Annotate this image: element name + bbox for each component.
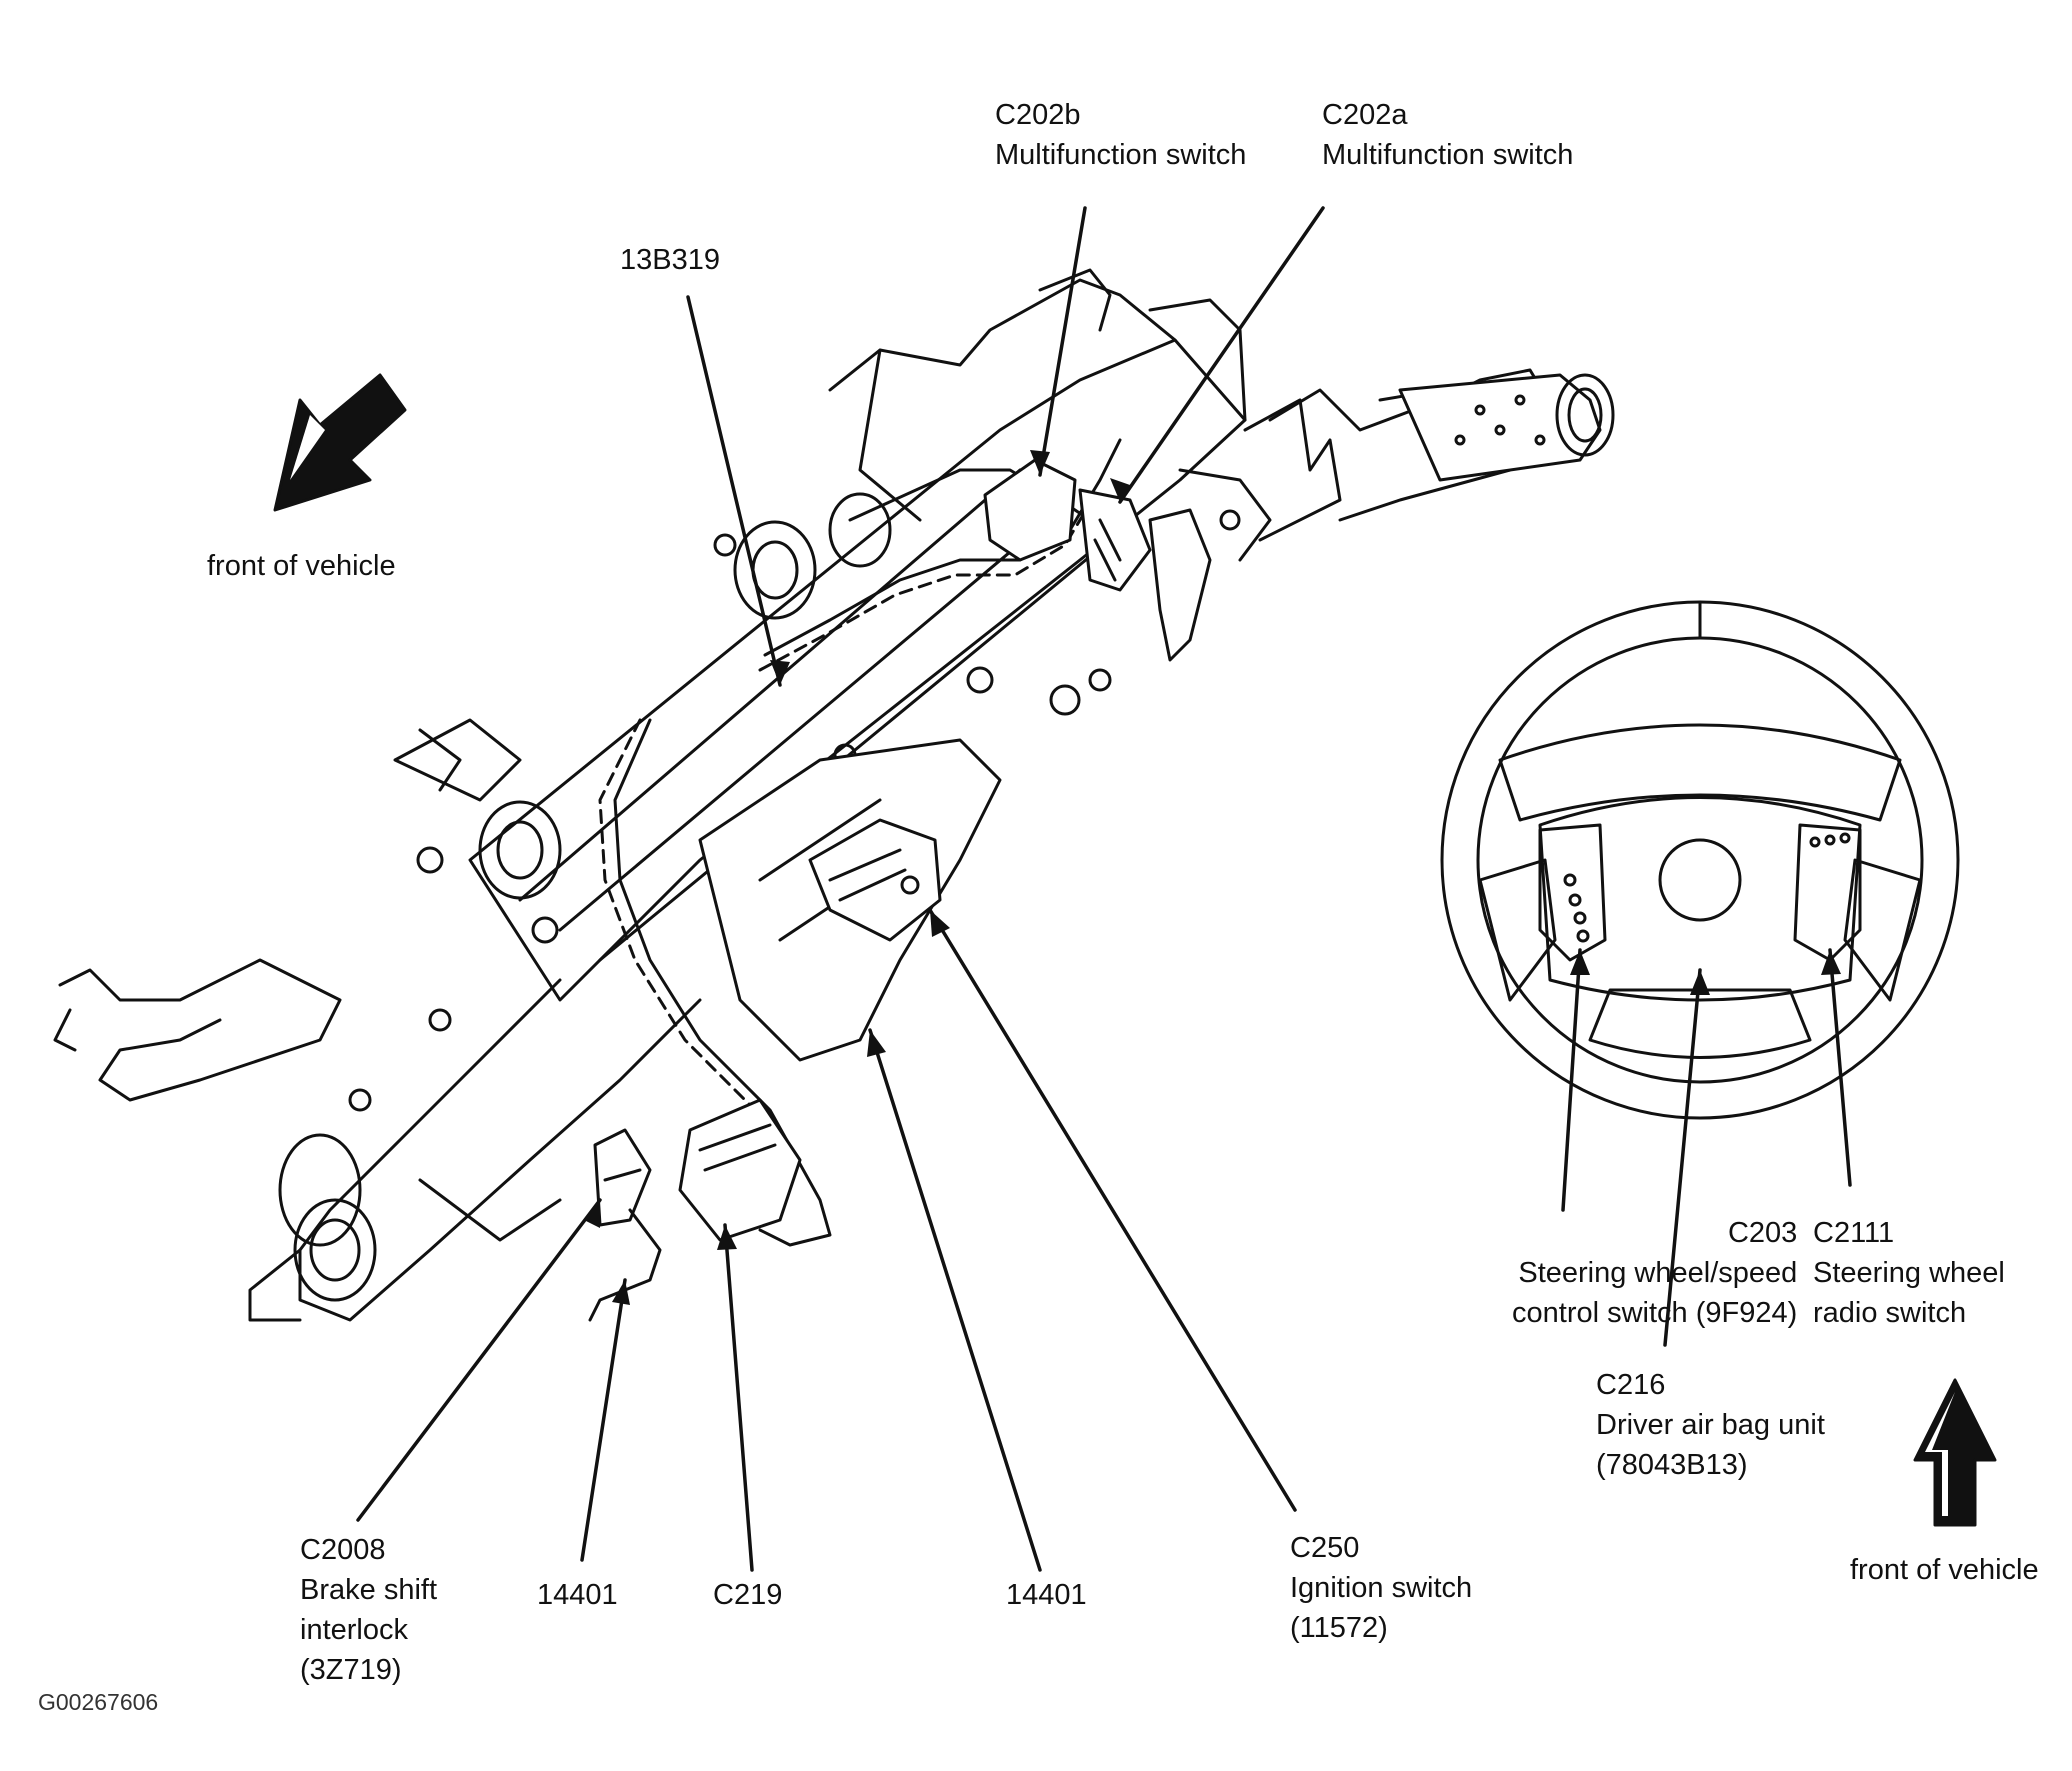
callout-c2111-id: C2111 (1813, 1217, 1895, 1249)
callout-c219-id: C219 (713, 1579, 783, 1611)
orientation-label-right: front of vehicle (1850, 1550, 2039, 1590)
callout-c202b: C202b Multifunction switch (995, 95, 1246, 175)
callout-c202a-id: C202a (1322, 99, 1408, 131)
callout-c250-desc-2: (11572) (1290, 1612, 1388, 1644)
callout-14401-right-id: 14401 (1006, 1579, 1087, 1611)
callout-c202a-desc: Multifunction switch (1322, 139, 1574, 171)
callout-14401-left-id: 14401 (537, 1579, 618, 1611)
front-arrow-left-icon (273, 373, 407, 512)
callout-c216-desc-1: Driver air bag unit (1596, 1409, 1825, 1441)
callout-c2008-id: C2008 (300, 1534, 386, 1566)
front-of-vehicle-right-text: front of vehicle (1850, 1554, 2039, 1586)
front-arrow-right-icon (1913, 1378, 1997, 1527)
orientation-label-left: front of vehicle (207, 546, 396, 586)
callout-c2008-desc-3: (3Z719) (300, 1654, 402, 1686)
callout-c203-desc-1: Steering wheel/speed (1518, 1257, 1798, 1289)
callout-c2111: C2111 Steering wheel radio switch (1813, 1213, 2005, 1333)
callout-c203-id: C203 (1727, 1217, 1798, 1249)
callout-13b319: 13B319 (620, 240, 720, 280)
callout-c250: C250 Ignition switch (11572) (1290, 1528, 1472, 1648)
callout-c250-desc-1: Ignition switch (1290, 1572, 1473, 1604)
callout-c203-desc-2: control switch (9F924) (1512, 1297, 1798, 1329)
callout-c216: C216 Driver air bag unit (78043B13) (1596, 1365, 1825, 1485)
leader-arrowheads (584, 450, 1841, 1305)
callout-c202b-id: C202b (995, 99, 1081, 131)
figure-id: G00267606 (38, 1689, 159, 1715)
callout-c216-desc-2: (78043B13) (1596, 1449, 1748, 1481)
front-of-vehicle-left-text: front of vehicle (207, 550, 396, 582)
callout-c219: C219 (713, 1575, 782, 1615)
callout-c2111-desc-1: Steering wheel (1813, 1257, 2005, 1289)
callout-14401-right: 14401 (1006, 1575, 1087, 1615)
steering-wheel (1440, 600, 1960, 1120)
callout-c2008-desc-2: interlock (300, 1614, 408, 1646)
callout-14401-left: 14401 (537, 1575, 618, 1615)
callout-c2008-desc-1: Brake shift (300, 1574, 437, 1606)
callout-c250-id: C250 (1290, 1532, 1360, 1564)
steering-column-body (53, 268, 1615, 1322)
callout-c203: C203 Steering wheel/speed control switch… (1512, 1213, 1797, 1333)
callout-c216-id: C216 (1596, 1369, 1666, 1401)
callout-c2111-desc-2: radio switch (1813, 1297, 1967, 1329)
callout-c202b-desc: Multifunction switch (995, 139, 1247, 171)
leader-lines (356, 206, 1852, 1572)
callout-13b319-id: 13B319 (620, 244, 720, 276)
callout-c202a: C202a Multifunction switch (1322, 95, 1573, 175)
callout-c2008: C2008 Brake shift interlock (3Z719) (300, 1530, 437, 1690)
